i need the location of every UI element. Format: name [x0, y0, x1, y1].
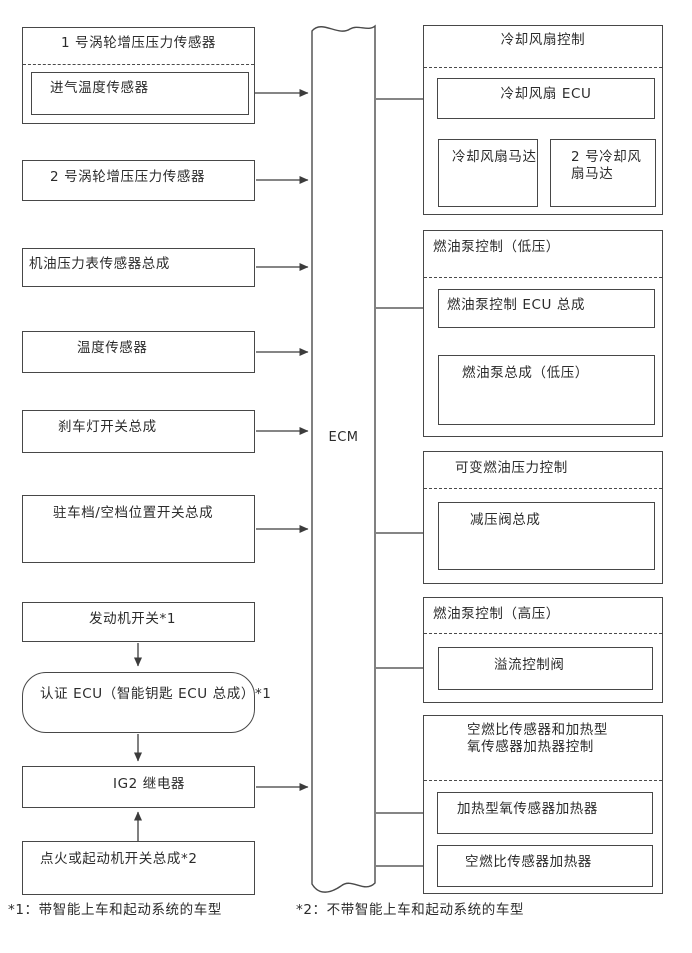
fuel-pump-high-divider	[424, 633, 662, 634]
heated-oxygen-sensor-heater-box: 加热型氧传感器加热器	[437, 792, 653, 834]
fuel-pump-assembly-label: 燃油泵总成（低压）	[462, 365, 589, 381]
park-neutral-switch-box: 驻车档/空档位置开关总成	[22, 495, 255, 563]
engine-switch-box: 发动机开关*1	[22, 602, 255, 642]
fuel-pump-low-title: 燃油泵控制（低压）	[433, 239, 560, 255]
fuel-pump-low-section: 燃油泵控制（低压） 燃油泵控制 ECU 总成 燃油泵总成（低压）	[423, 230, 663, 437]
ignition-starter-switch-label: 点火或起动机开关总成*2	[40, 851, 198, 867]
cooling-fan-control-section: 冷却风扇控制 冷却风扇 ECU 冷却风扇马达 2 号冷却风扇马达	[423, 25, 663, 215]
af-sensor-heater-title: 空燃比传感器和加热型氧传感器加热器控制	[467, 722, 608, 755]
turbo2-pressure-sensor-label: 2 号涡轮增压压力传感器	[50, 169, 206, 185]
variable-fuel-pressure-section: 可变燃油压力控制 减压阀总成	[423, 451, 663, 584]
cooling-fan-ecu-box: 冷却风扇 ECU	[437, 78, 655, 119]
park-neutral-switch-label: 驻车档/空档位置开关总成	[53, 505, 214, 521]
cooling-fan-ecu-label: 冷却风扇 ECU	[500, 86, 592, 102]
pressure-reducing-valve-box: 减压阀总成	[438, 502, 655, 570]
intake-temp-sensor-label: 进气温度传感器	[50, 80, 149, 96]
af-ratio-sensor-heater-box: 空燃比传感器加热器	[437, 845, 653, 887]
fuel-pump-low-divider	[424, 277, 662, 278]
cooling-fan-divider	[424, 67, 662, 68]
brake-light-switch-box: 刹车灯开关总成	[22, 410, 255, 453]
af-sensor-heater-section: 空燃比传感器和加热型氧传感器加热器控制 加热型氧传感器加热器 空燃比传感器加热器	[423, 715, 663, 894]
variable-fuel-pressure-divider	[424, 488, 662, 489]
variable-fuel-pressure-title: 可变燃油压力控制	[455, 460, 568, 476]
cooling-fan-motor-label: 冷却风扇马达	[452, 149, 537, 165]
fuel-pump-assembly-box: 燃油泵总成（低压）	[438, 355, 655, 425]
cooling-fan-motor2-box: 2 号冷却风扇马达	[550, 139, 656, 207]
ignition-starter-switch-box: 点火或起动机开关总成*2	[22, 841, 255, 895]
temperature-sensor-box: 温度传感器	[22, 331, 255, 373]
cooling-fan-motor-box: 冷却风扇马达	[438, 139, 538, 207]
fuel-pump-ecu-box: 燃油泵控制 ECU 总成	[438, 289, 655, 328]
fuel-pump-high-title: 燃油泵控制（高压）	[433, 606, 560, 622]
oil-pressure-sensor-label: 机油压力表传感器总成	[29, 256, 170, 272]
fuel-pump-ecu-label: 燃油泵控制 ECU 总成	[447, 297, 586, 313]
turbo2-pressure-sensor-box: 2 号涡轮增压压力传感器	[22, 160, 255, 201]
cooling-fan-control-title: 冷却风扇控制	[500, 32, 586, 48]
heated-oxygen-sensor-heater-label: 加热型氧传感器加热器	[457, 801, 598, 817]
cooling-fan-motor2-label: 2 号冷却风扇马达	[571, 149, 642, 182]
turbo1-pressure-sensor-box: 1 号涡轮增压压力传感器 进气温度传感器	[22, 27, 255, 124]
spill-control-valve-label: 溢流控制阀	[494, 657, 565, 673]
footnote-2: *2：不带智能上车和起动系统的车型	[296, 902, 525, 918]
turbo1-divider	[23, 64, 254, 65]
af-sensor-heater-divider	[424, 780, 662, 781]
turbo1-pressure-sensor-label: 1 号涡轮增压压力传感器	[60, 35, 217, 51]
certification-ecu-box: 认证 ECU（智能钥匙 ECU 总成）*1	[22, 672, 272, 733]
left-to-ecm-arrows	[250, 89, 309, 791]
footnote-1: *1：带智能上车和起动系统的车型	[8, 902, 222, 918]
engine-switch-label: 发动机开关*1	[89, 611, 177, 627]
ecm-label: ECM	[328, 430, 359, 445]
pressure-reducing-valve-label: 减压阀总成	[470, 512, 541, 528]
af-ratio-sensor-heater-label: 空燃比传感器加热器	[465, 854, 592, 870]
temperature-sensor-label: 温度传感器	[77, 340, 148, 356]
ig2-relay-box: IG2 继电器	[22, 766, 255, 808]
fuel-pump-high-section: 燃油泵控制（高压） 溢流控制阀	[423, 597, 663, 703]
ig2-relay-label: IG2 继电器	[113, 776, 186, 792]
spill-control-valve-box: 溢流控制阀	[438, 647, 653, 690]
ecm-column-shape	[311, 24, 376, 893]
oil-pressure-sensor-box: 机油压力表传感器总成	[22, 248, 255, 287]
brake-light-switch-label: 刹车灯开关总成	[58, 419, 157, 435]
certification-ecu-label: 认证 ECU（智能钥匙 ECU 总成）*1	[40, 686, 272, 702]
intake-temp-sensor-box: 进气温度传感器	[31, 72, 249, 115]
